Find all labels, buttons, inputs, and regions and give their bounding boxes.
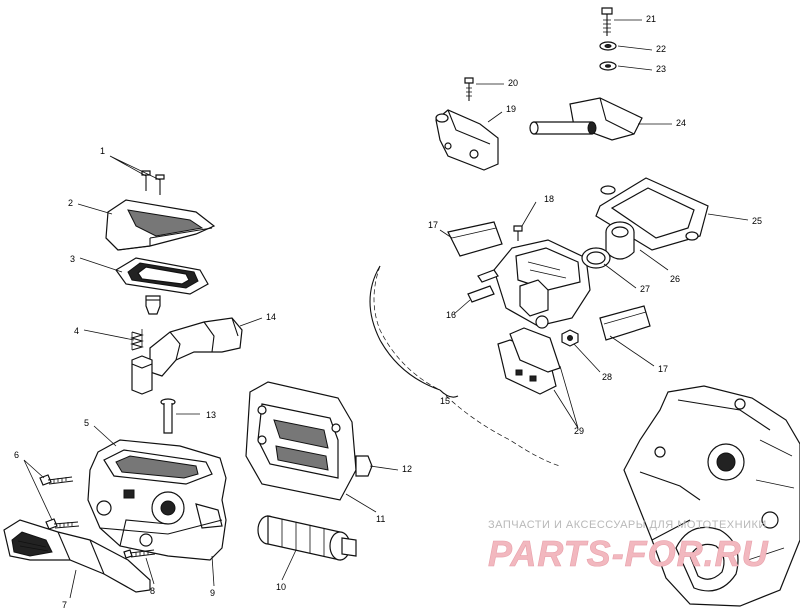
label-5: 5: [84, 418, 89, 428]
clip-part-16-upper: [477, 269, 499, 283]
label-16-lower: 16: [446, 310, 456, 320]
label-1: 1: [100, 146, 105, 156]
engine-housing: [623, 385, 800, 607]
label-7: 7: [62, 600, 67, 610]
sleeve-part-10: [257, 515, 357, 561]
diaphragm-part-3: [115, 257, 209, 295]
label-23: 23: [656, 64, 666, 74]
label-3: 3: [70, 254, 75, 264]
washer-part-23: [599, 61, 617, 71]
caliper-part-19: [435, 109, 499, 171]
label-17-upper: 17: [428, 220, 438, 230]
brake-pads-part-29: [497, 327, 561, 395]
spring-part-4: [130, 329, 144, 351]
watermark-text: ЗАПЧАСТИ И АКСЕССУАРЫ ДЛЯ МОТОТЕХНИКИ: [488, 519, 767, 531]
leader-lines: [23, 19, 749, 599]
dashed-group-outline-15: [369, 265, 561, 467]
watermark-logo: PARTS-FOR.RU: [488, 533, 769, 574]
seal-part-27: [581, 247, 611, 269]
label-25: 25: [752, 216, 762, 226]
pad-strip-part-17-lower: [599, 305, 651, 341]
label-6: 6: [14, 450, 19, 460]
label-29: 29: [574, 426, 584, 436]
label-27: 27: [640, 284, 650, 294]
bolt-part-8: [123, 549, 156, 559]
label-22: 22: [656, 44, 666, 54]
label-19: 19: [506, 104, 516, 114]
label-4: 4: [74, 326, 79, 336]
label-21: 21: [646, 14, 656, 24]
bracket-part-12: [355, 455, 373, 477]
pin-part-13: [160, 398, 176, 434]
label-26: 26: [670, 274, 680, 284]
label-10: 10: [276, 582, 286, 592]
caliper-main-body: [493, 239, 591, 329]
label-8: 8: [150, 586, 155, 596]
label-12: 12: [402, 464, 412, 474]
screws-part-1: [141, 170, 165, 195]
label-24: 24: [676, 118, 686, 128]
pad-strip-part-17-upper: [447, 221, 503, 257]
label-11: 11: [376, 514, 385, 524]
watermark: ЗАПЧАСТИ И АКСЕССУАРЫ ДЛЯ МОТОТЕХНИКИ PA…: [488, 519, 769, 574]
cover-plate-part-11: [245, 381, 357, 501]
label-17-lower: 17: [658, 364, 668, 374]
label-15: 15: [440, 396, 450, 406]
nut-part-28: [561, 329, 579, 347]
cover-part-2: [105, 199, 216, 251]
bolt-part-18: [513, 225, 523, 241]
bolt-part-21: [601, 7, 613, 36]
label-20: 20: [508, 78, 518, 88]
piston-part: [145, 295, 161, 315]
label-9: 9: [210, 588, 215, 598]
label-18: 18: [544, 194, 554, 204]
master-cylinder-part-5: [87, 439, 227, 561]
piston-part-26: [605, 221, 635, 260]
washer-part-22: [599, 41, 617, 51]
label-14: 14: [266, 312, 276, 322]
shield-part-24: [529, 97, 643, 141]
bolt-part-20: [464, 77, 474, 101]
clip-part-16-lower: [467, 285, 495, 303]
label-13: 13: [206, 410, 216, 420]
label-2: 2: [68, 198, 73, 208]
screws-part-6: [39, 474, 80, 530]
label-28: 28: [602, 372, 612, 382]
hand-lever-part-7: [3, 519, 151, 593]
callout-labels: 1 2 3 4 5 6 7 8 9 10 11 12 13 14 15 16 1…: [14, 14, 762, 610]
lever-part-14: [131, 317, 243, 395]
